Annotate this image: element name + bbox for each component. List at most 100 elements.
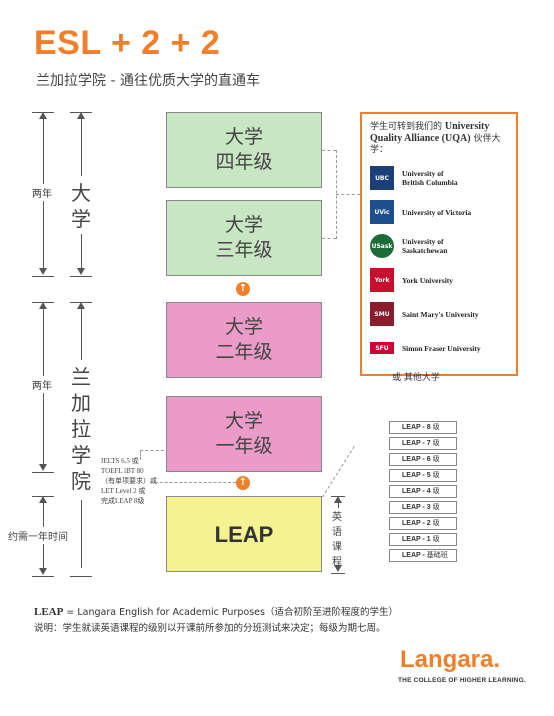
arrow-up-icon (334, 496, 342, 503)
arrow-down-icon (39, 568, 47, 575)
arrow-up-icon (39, 496, 47, 503)
timeline-tick (32, 576, 54, 577)
connector-line (150, 482, 236, 483)
university-name: York University (402, 275, 454, 285)
footer-note: 说明：学生就读英语课程的级别以开课前所参加的分班测试来决定；每级为期七周。 (34, 623, 386, 634)
university-name: University of (402, 169, 444, 178)
leap-level-8: LEAP - 8 级 (389, 421, 457, 434)
arrow-down-icon (77, 268, 85, 275)
leap-level-list: LEAP - 8 级 LEAP - 7 级 LEAP - 6 级 LEAP - … (389, 421, 457, 565)
leap-level-6: LEAP - 6 级 (389, 453, 457, 466)
box-year1-line2: 一年级 (215, 435, 273, 457)
leap-level-3: LEAP - 3 级 (389, 501, 457, 514)
box-year2-line2: 二年级 (215, 341, 273, 363)
box-year3-line2: 三年级 (215, 239, 273, 261)
box-year1: 大学 一年级 (166, 396, 322, 472)
university-item-york: York York University (370, 264, 508, 296)
arrow-up-icon (77, 302, 85, 309)
box-year4-line1: 大学 (224, 126, 263, 148)
university-name: Saskatchewan (402, 246, 448, 255)
connector-line (140, 450, 164, 451)
langara-tagline: THE COLLEGE OF HIGHER LEARNING. (398, 677, 526, 684)
uqa-partners: 伙伴大学： (370, 134, 501, 155)
connector-line (336, 194, 360, 195)
timeline-line-university (81, 234, 82, 268)
timeline-line-college (81, 308, 82, 360)
leap-level-1: LEAP - 1 级 (389, 533, 457, 546)
lower-years-label: 两年 (32, 376, 52, 393)
page-subtitle: 兰加拉学院 - 通往优质大学的直通车 (36, 73, 260, 89)
college-char: 兰 (71, 365, 91, 389)
university-char: 学 (71, 207, 91, 231)
uvic-logo-icon: UVic (370, 200, 394, 224)
leap-level-foundation: LEAP - 基础班 (389, 549, 457, 562)
requirement-line: IELTS 6.5 或 (101, 457, 139, 465)
arrow-down-icon (39, 268, 47, 275)
requirement-line: TOEFL iBT 80 (101, 467, 144, 475)
arrow-up-icon (39, 302, 47, 309)
university-item-sfu: SFU Simon Fraser University (370, 332, 508, 364)
box-year4: 大学 四年级 (166, 112, 322, 188)
university-item-smu: SMU Saint Mary's University (370, 298, 508, 330)
timeline-tick (70, 276, 92, 277)
college-char: 拉 (71, 417, 91, 441)
box-year3-line1: 大学 (224, 214, 263, 236)
connector-line (322, 238, 336, 239)
page-title: ESL + 2 + 2 (34, 24, 221, 62)
box-year4-line2: 四年级 (215, 151, 273, 173)
timeline-tick (32, 472, 54, 473)
langara-logo: Langara. (400, 646, 501, 673)
uqa-university-list: UBC University of British Columbia UVic … (370, 162, 508, 364)
university-name: British Columbia (402, 178, 458, 187)
arrow-up-circle-icon: ↑ (236, 282, 250, 296)
upper-years-label: 两年 (32, 184, 52, 201)
requirement-line: LET Level 2 或 (101, 487, 146, 495)
university-item-usask: USask University of Saskatchewan (370, 230, 508, 262)
york-logo-icon: York (370, 268, 394, 292)
box-year2: 大学 二年级 (166, 302, 322, 378)
arrow-down-icon (39, 464, 47, 471)
college-char: 院 (71, 469, 91, 493)
leap-abbr: LEAP (34, 606, 64, 618)
arrow-up-circle-icon: ↑ (236, 476, 250, 490)
leap-level-2: LEAP - 2 级 (389, 517, 457, 530)
university-name: University of Victoria (402, 207, 472, 217)
university-name: University of (402, 237, 444, 246)
smu-logo-icon: SMU (370, 302, 394, 326)
ubc-logo-icon: UBC (370, 166, 394, 190)
requirement-line: 完成LEAP 8级 (101, 497, 145, 505)
usask-logo-icon: USask (370, 234, 394, 258)
leap-def-text: = Langara English for Academic Purposes（… (63, 607, 398, 618)
uqa-intro: 学生可转到我们的 (370, 122, 443, 132)
leap-level-5: LEAP - 5 级 (389, 469, 457, 482)
uqa-alliance: University Quality Alliance (UQA) (370, 121, 490, 144)
college-char: 加 (71, 391, 91, 415)
box-leap: LEAP (166, 496, 322, 572)
connector-line (140, 450, 141, 460)
leap-time-label: 约需一年时间 (8, 527, 68, 544)
uqa-panel: 学生可转到我们的 University Quality Alliance (UQ… (360, 112, 518, 383)
arrow-up-icon (39, 112, 47, 119)
connector-line (322, 446, 355, 498)
sfu-logo-icon: SFU (370, 342, 394, 354)
university-item-uvic: UVic University of Victoria (370, 196, 508, 228)
college-char: 学 (71, 443, 91, 467)
timeline-tick (70, 576, 92, 577)
leap-level-7: LEAP - 7 级 (389, 437, 457, 450)
box-year1-line1: 大学 (224, 410, 263, 432)
connector-line (322, 150, 336, 151)
timeline-line-english (338, 500, 339, 508)
leap-definition: LEAP = Langara English for Academic Purp… (34, 604, 398, 618)
requirement-line: （有单项要求）或 (101, 477, 157, 485)
university-item-ubc: UBC University of British Columbia (370, 162, 508, 194)
university-name: Simon Fraser University (402, 343, 481, 353)
uqa-other: 或 其他大学 (392, 373, 440, 383)
timeline-tick (331, 573, 345, 574)
box-year2-line1: 大学 (224, 316, 263, 338)
arrow-down-icon (334, 565, 342, 572)
box-year3: 大学 三年级 (166, 200, 322, 276)
timeline-line-university (81, 118, 82, 176)
leap-level-4: LEAP - 4 级 (389, 485, 457, 498)
timeline-line-college (81, 500, 82, 568)
requirements-text: IELTS 6.5 或 TOEFL iBT 80 （有单项要求）或 LET Le… (101, 456, 171, 506)
